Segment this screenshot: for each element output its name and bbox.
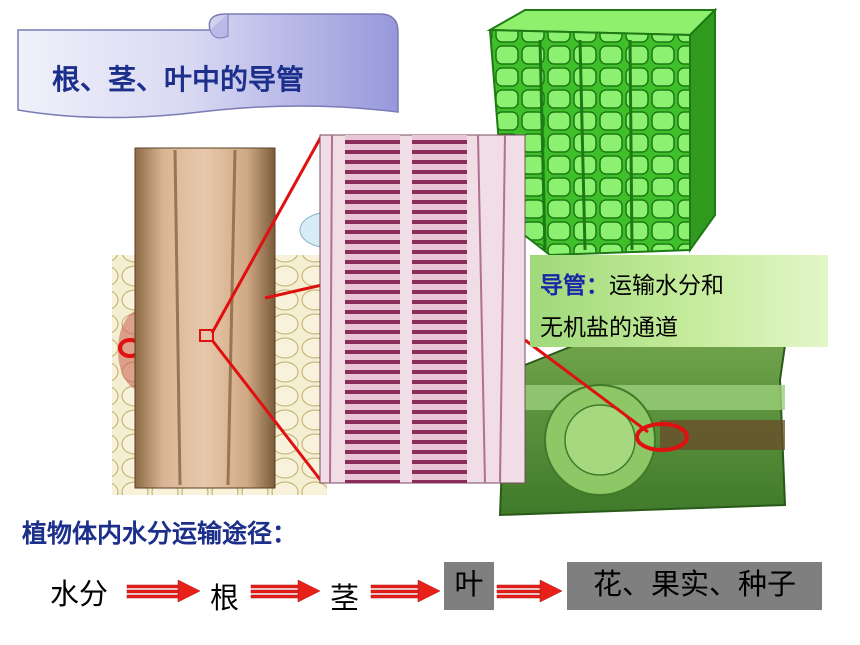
- pathway-step-stem: 茎: [330, 581, 360, 615]
- description-box: [530, 255, 828, 347]
- stem-longitudinal-section: [134, 147, 276, 489]
- pathway-step-leaf: 叶: [444, 562, 494, 610]
- pathway-step-root: 根: [210, 581, 240, 615]
- description-line-2: 无机盐的通道: [540, 315, 678, 341]
- stem-tissue-block: [486, 7, 718, 257]
- arrow-leaf-fruit: [496, 579, 563, 603]
- pathway-step-water: 水分: [50, 577, 109, 611]
- zoom-connector-lines: [210, 134, 649, 483]
- description-rest: 运输水分和: [609, 273, 724, 299]
- description-colon: ：: [586, 272, 609, 299]
- pathway-heading: 植物体内水分运输途径：: [22, 519, 298, 548]
- title-banner: [17, 13, 399, 119]
- arrow-water-root: [126, 579, 201, 603]
- arrow-root-stem: [250, 579, 321, 603]
- page-title: 根、茎、叶中的导管: [52, 63, 305, 96]
- arrow-stem-leaf: [370, 579, 441, 603]
- description-line-1: 导管：运输水分和: [540, 266, 724, 300]
- description-term: 导管: [540, 272, 586, 299]
- vessel-micrograph: [319, 134, 526, 484]
- pathway-step-flower-fruit-seed: 花、果实、种子: [567, 562, 822, 610]
